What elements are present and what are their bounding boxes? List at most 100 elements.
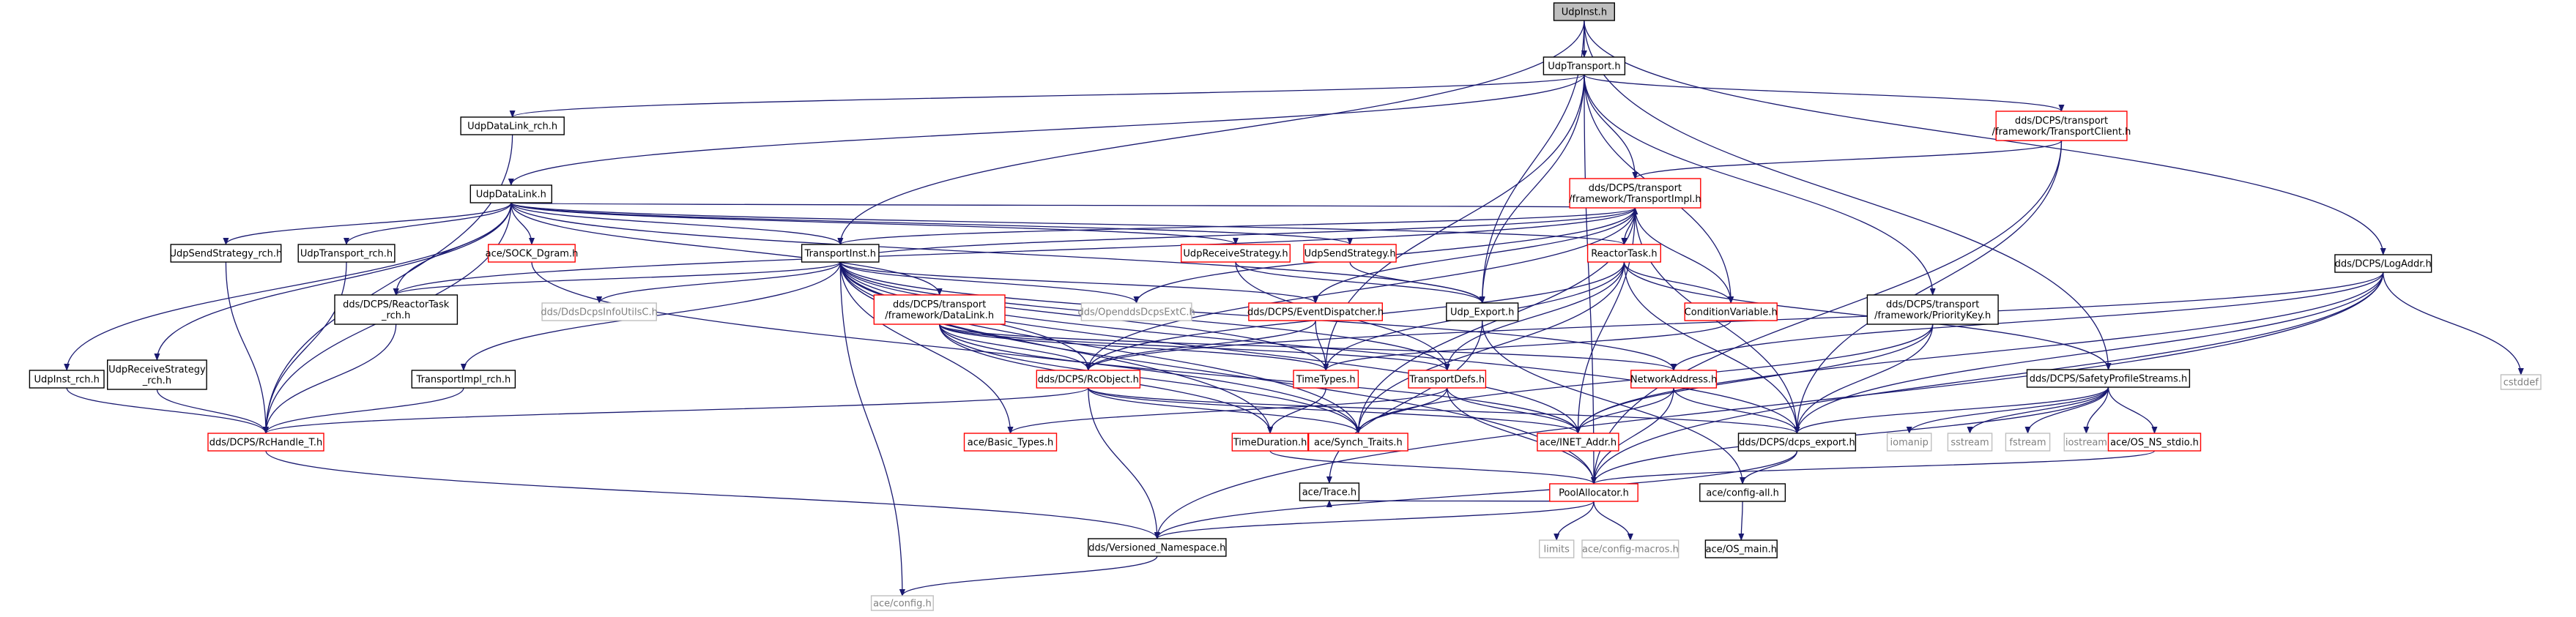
node-label: fstream [2009, 438, 2046, 449]
node-box [1549, 483, 1638, 502]
node-box [2005, 433, 2051, 452]
edge-transportinst-to-reactortask_rch [393, 261, 841, 296]
edge-udptransport-to-udpdatalink [508, 74, 1585, 186]
edge-dcpsexport-to-configall [1740, 450, 1798, 485]
node-dcpsexport[interactable]: dds/DCPS/dcps_export.h [1737, 433, 1857, 452]
node-label: dds/DCPS/transport [2015, 116, 2108, 127]
node-sockdgram[interactable]: ace/SOCK_Dgram.h [486, 244, 579, 263]
node-box [870, 595, 934, 611]
node-rchandle[interactable]: dds/DCPS/RcHandle_T.h [207, 433, 324, 452]
edge-path [1738, 501, 1745, 541]
node-transportinst[interactable]: TransportInst.h [801, 244, 880, 263]
node-box [2107, 433, 2202, 452]
node-label: TransportInst.h [804, 249, 876, 260]
node-label: /framework/TransportImpl.h [1569, 194, 1701, 205]
node-logaddr[interactable]: dds/DCPS/LogAddr.h [2334, 254, 2432, 273]
edge-path [939, 324, 1581, 434]
node-safetyprofilestreams[interactable]: dds/DCPS/SafetyProfileStreams.h [2026, 369, 2191, 388]
node-inetaddr[interactable]: ace/INET_Addr.h [1537, 433, 1619, 452]
node-timetypes[interactable]: TimeTypes.h [1293, 370, 1359, 389]
edge-safetyprofilestreams-to-iostream [2083, 386, 2109, 434]
edge-path [263, 261, 347, 434]
edge-path [1575, 207, 1636, 434]
node-transportimpl[interactable]: dds/DCPS/transport/framework/TransportIm… [1569, 178, 1701, 209]
edge-rcobject-to-rchandle [263, 387, 1089, 434]
node-udpreceivestrategy_rch[interactable]: UdpReceiveStrategy_rch.h [106, 359, 207, 390]
edge-versionednamespace-to-aceconfig [899, 556, 1158, 597]
node-versionednamespace[interactable]: dds/Versioned_Namespace.h [1088, 538, 1227, 557]
node-datalink[interactable]: dds/DCPS/transport/framework/DataLink.h [873, 294, 1006, 325]
node-label: dds/DCPS/SafetyProfileStreams.h [2030, 374, 2187, 385]
node-poolallocator[interactable]: PoolAllocator.h [1549, 483, 1638, 502]
edge-path [1591, 387, 1674, 485]
node-osmain[interactable]: ace/OS_main.h [1704, 539, 1778, 558]
node-reactortask_rch[interactable]: dds/DCPS/ReactorTask_rch.h [334, 294, 459, 325]
node-box [1581, 539, 1679, 558]
edge-timeduration-to-poolallocator [1269, 450, 1597, 485]
edge-rcobject-to-versionednamespace [1088, 387, 1160, 539]
edge-dcpsexport-to-versionednamespace [1154, 450, 1798, 539]
node-osnsstdio[interactable]: ace/OS_NS_stdio.h [2107, 433, 2202, 452]
node-udptransport_rch[interactable]: UdpTransport_rch.h [297, 244, 396, 263]
node-box [1684, 302, 1778, 321]
node-conditionvariable[interactable]: ConditionVariable.h [1684, 302, 1778, 321]
edge-path [1575, 272, 2384, 434]
node-acetrace[interactable]: ace/Trace.h [1299, 482, 1360, 501]
edge-transportdefs-to-poolallocator [1447, 387, 1597, 485]
edge-path [1623, 261, 1800, 434]
edge-path [2107, 386, 2158, 434]
node-label: dds/DCPS/transport [893, 299, 986, 310]
edge-path [66, 387, 269, 434]
edge-osnsstdio-to-poolallocator [1591, 450, 2156, 485]
node-udpdatalink[interactable]: UdpDataLink.h [469, 184, 552, 203]
node-label: _rch.h [142, 375, 171, 386]
edge-safetyprofilestreams-to-dcpsexport [1794, 386, 2109, 434]
node-transportdefs[interactable]: TransportDefs.h [1408, 370, 1487, 389]
edge-path [1088, 387, 1160, 539]
node-reactortask[interactable]: ReactorTask.h [1586, 244, 1662, 263]
edge-udptransport_rch-to-rchandle [263, 261, 347, 434]
node-transportimpl_rch[interactable]: TransportImpl_rch.h [411, 370, 516, 389]
node-label: ace/config-macros.h [1582, 545, 1679, 556]
edge-reactortask_rch-to-rchandle [263, 324, 397, 434]
edges-layer [64, 20, 2524, 597]
node-udptransport[interactable]: UdpTransport.h [1543, 56, 1626, 75]
node-rcobject[interactable]: dds/DCPS/RcObject.h [1036, 370, 1141, 389]
node-prioritykey[interactable]: dds/DCPS/transport/framework/PriorityKey… [1866, 294, 1999, 325]
node-udpsendstrategy[interactable]: UdpSendStrategy.h [1303, 244, 1397, 263]
edge-path [511, 201, 1636, 209]
node-sstream: sstream [1947, 433, 1993, 452]
node-synchtraits[interactable]: ace/Synch_Traits.h [1307, 433, 1408, 452]
node-transportclient[interactable]: dds/DCPS/transport/framework/TransportCl… [1992, 111, 2131, 141]
node-box [1699, 483, 1786, 502]
edge-logaddr-to-poolallocator [1591, 272, 2384, 485]
node-udpinst_rch[interactable]: UdpInst_rch.h [29, 370, 105, 389]
edge-udpinst-to-safetyprofilestreams [1584, 20, 2112, 370]
edge-transportimpl-to-reactortask_rch [393, 207, 1636, 296]
node-box [106, 359, 207, 390]
node-basictypes[interactable]: ace/Basic_Types.h [963, 433, 1058, 452]
node-networkaddress[interactable]: NetworkAddress.h [1630, 370, 1718, 389]
node-label: Udp_Export.h [1450, 307, 1514, 318]
edge-rcobject-to-dcpsexport [1088, 387, 1800, 434]
node-udpinst: UdpInst.h [1553, 2, 1616, 21]
node-box [1630, 370, 1718, 389]
edge-transportinst-to-aceconfig [839, 261, 905, 597]
node-configall[interactable]: ace/config-all.h [1699, 483, 1786, 502]
node-label: /framework/PriorityKey.h [1874, 310, 1991, 321]
node-udpdatalink_rch[interactable]: UdpDataLink_rch.h [460, 116, 565, 135]
node-udpsendstrategy_rch[interactable]: UdpSendStrategy_rch.h [170, 244, 283, 263]
edge-datalink-to-timetypes [939, 324, 1329, 371]
edge-path [1794, 140, 2063, 434]
node-udpexport[interactable]: Udp_Export.h [1446, 302, 1519, 321]
edge-logaddr-to-cstddef [2383, 272, 2524, 375]
node-timeduration[interactable]: TimeDuration.h [1231, 433, 1309, 452]
node-udpreceivestrategy[interactable]: UdpReceiveStrategy.h [1180, 244, 1291, 263]
node-eventdispatcher[interactable]: dds/DCPS/EventDispatcher.h [1247, 302, 1384, 321]
edge-path [510, 74, 1585, 118]
edge-path [1313, 207, 1636, 304]
edge-path [265, 450, 1160, 539]
edge-path [939, 324, 1091, 371]
edge-udpinst-to-transportinst [837, 20, 1585, 245]
